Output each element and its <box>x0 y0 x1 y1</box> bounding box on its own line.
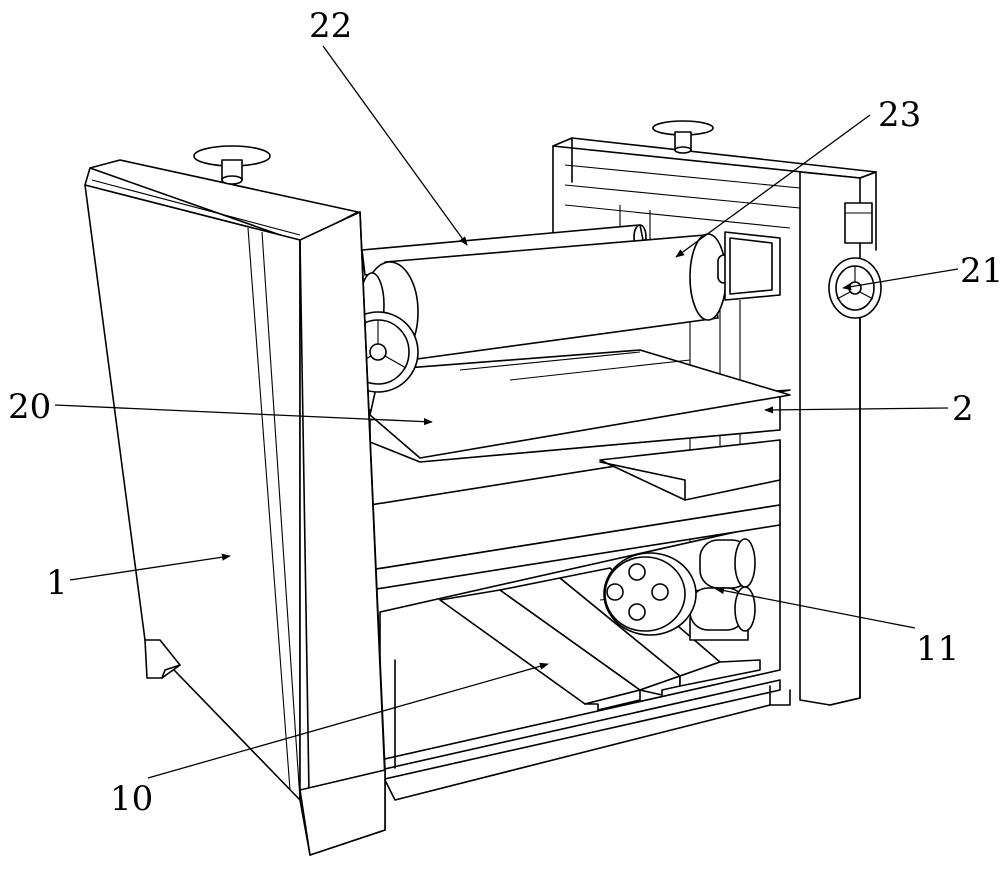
label-2: 2 <box>952 389 974 429</box>
upper-table <box>369 349 791 459</box>
leader-2 <box>764 406 949 414</box>
leader-11 <box>715 587 916 629</box>
label-10: 10 <box>110 779 153 819</box>
label-21: 21 <box>960 251 1000 291</box>
leader-21 <box>842 268 959 291</box>
leader-20 <box>54 404 433 426</box>
top-handwheel-right <box>652 120 714 154</box>
leader-10 <box>147 662 549 779</box>
label-22: 22 <box>309 6 352 46</box>
left-front-post <box>299 211 771 856</box>
lower-shelf <box>369 439 781 591</box>
leader-22 <box>322 45 468 246</box>
label-1: 1 <box>46 563 68 603</box>
label-11: 11 <box>916 629 959 669</box>
label-23: 23 <box>878 95 921 135</box>
leader-23 <box>675 114 871 258</box>
left-panel-1 <box>84 159 359 801</box>
control-box <box>844 202 873 244</box>
top-handwheel-left <box>193 145 271 185</box>
motor-11 <box>603 538 756 641</box>
leader-1 <box>69 553 231 581</box>
handwheel-21 <box>828 257 882 319</box>
label-20: 20 <box>8 387 51 427</box>
